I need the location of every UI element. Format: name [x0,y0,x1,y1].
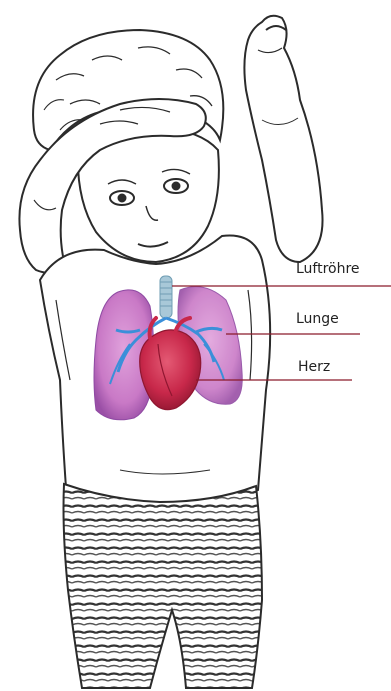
label-lung: Lunge [296,312,339,326]
label-heart: Herz [298,360,330,374]
raised-arm [244,16,322,262]
anatomy-overlay [94,276,242,420]
striped-pants [64,484,263,688]
label-trachea: Luftröhre [296,262,360,276]
